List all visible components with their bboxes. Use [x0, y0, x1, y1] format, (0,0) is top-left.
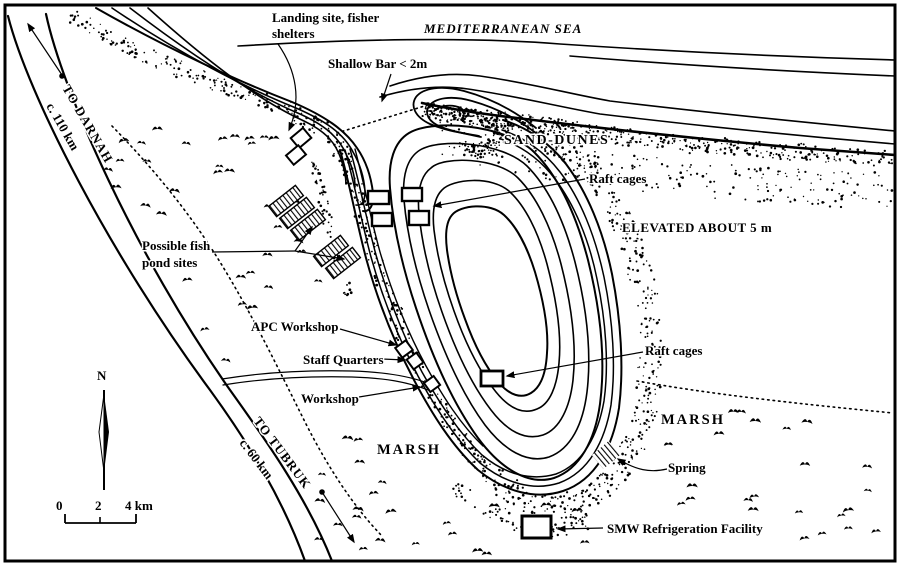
landing-site-label-line2: shelters	[272, 26, 315, 41]
dune-shoreline	[420, 101, 897, 157]
spring-leader	[616, 458, 668, 472]
scale-bar: 0 2 4 km	[56, 498, 153, 524]
raft-cages-north-label: Raft cages	[589, 171, 646, 186]
road-direction-arrow-north	[27, 22, 65, 79]
east-marsh-dotted-line	[636, 380, 894, 414]
shallow-bar-label: Shallow Bar < 2m	[328, 56, 427, 71]
smw-leader	[556, 525, 604, 533]
elevated-label: ELEVATED ABOUT 5 m	[622, 220, 772, 235]
scale-tick-4km: 4 km	[125, 498, 153, 513]
spring-hatch-patch	[591, 441, 621, 469]
raft-cage-south-leader	[505, 351, 644, 379]
fish-pond-leader-b	[294, 250, 346, 262]
lagoon-island-contours	[388, 124, 604, 481]
leader-arrows	[211, 43, 668, 533]
mediterranean-sea-label: MEDITERRANEAN SEA	[423, 21, 582, 36]
east-spit-hook	[412, 86, 542, 138]
west-marsh-dotted-line	[111, 125, 383, 537]
apc-workshop-leader	[339, 328, 398, 347]
marsh-center-label: MARSH	[377, 442, 441, 458]
fish-pond-label-line2: pond sites	[142, 255, 197, 270]
raft-cages-south-label: Raft cages	[645, 343, 702, 358]
scale-tick-2: 2	[95, 498, 102, 513]
smw-label: SMW Refrigeration Facility	[607, 521, 763, 536]
fish-pond-label-line1: Possible fish	[142, 238, 211, 253]
northwest-shoreline	[95, 7, 375, 213]
raft-cages-north-group	[366, 186, 431, 228]
coastal-road	[6, 12, 334, 563]
landing-site-label-line1: Landing site, fisher	[272, 10, 379, 25]
sand-dunes-label: SAND-DUNES	[504, 133, 609, 148]
shallow-bar-leader	[381, 73, 392, 103]
workshop-label: Workshop	[301, 391, 359, 406]
fish-pond-leader-stem	[211, 250, 296, 253]
access-track	[221, 370, 431, 391]
staff-quarters-label: Staff Quarters	[303, 352, 384, 367]
apc-workshop-label: APC Workshop	[251, 319, 339, 334]
landing-site-shelters	[284, 126, 313, 167]
fish-pond-leader-a	[294, 225, 313, 252]
shallow-bar-dotted-line	[336, 103, 432, 134]
smw-refrigeration-building	[520, 514, 553, 540]
marsh-east-label: MARSH	[661, 412, 725, 428]
raft-cage-south	[479, 369, 505, 388]
workshop-leader	[358, 384, 422, 398]
north-arrow	[98, 390, 109, 490]
landing-site-leader	[277, 43, 297, 132]
raft-cages-north-leader	[432, 178, 586, 209]
shore-buildings	[393, 338, 442, 394]
fish-pond-sites	[267, 184, 362, 280]
road-direction-arrow-south	[319, 489, 355, 544]
north-label: N	[97, 368, 107, 383]
scale-tick-0: 0	[56, 498, 63, 513]
spring-label: Spring	[668, 460, 706, 475]
staff-quarters-leader	[381, 356, 407, 364]
